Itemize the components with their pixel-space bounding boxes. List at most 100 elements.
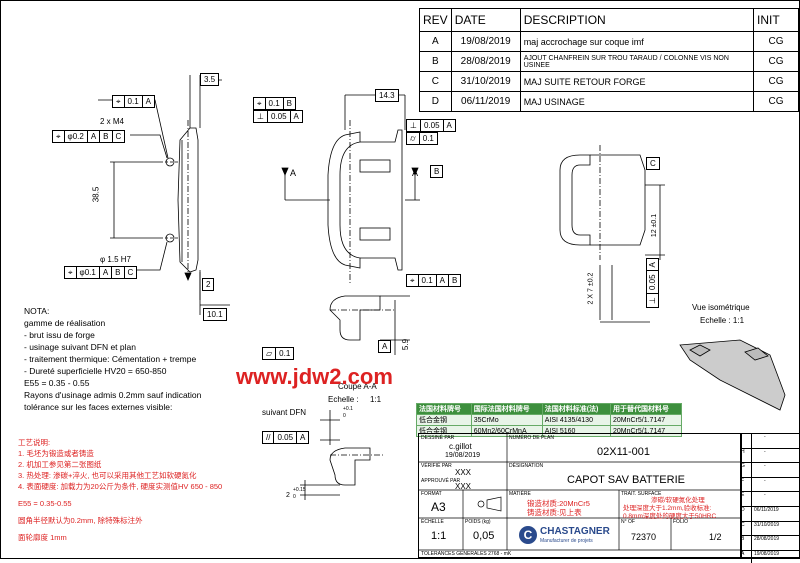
tol-value: φ0.2 [65, 131, 88, 142]
date-header: DATE [450, 8, 521, 32]
datum-letter: A [382, 342, 388, 351]
revision-row: A 19/08/2019 maj accrochage sur coque im… [419, 31, 799, 52]
dim-plus-015: +0.15 [293, 487, 306, 493]
dim-depth: 2 X 7 ±0.2 [587, 272, 595, 305]
note-line: 面轮廓度 1mm [18, 533, 67, 542]
side-rev-date: 28/08/2019 [754, 536, 780, 543]
note-line: NOTA: [24, 306, 50, 316]
side-rev-row: G- [741, 463, 799, 478]
section-letter-a: A [290, 168, 297, 178]
drawing-number-label: NUMÉRO DE PLAN [509, 435, 555, 441]
drawn-by: c.gillot [449, 442, 472, 451]
side-rev-letter: E [741, 492, 752, 506]
dim-38-5: 38.5 [91, 186, 101, 203]
front-view-outline [177, 127, 199, 273]
tol-value: 0.05 [268, 111, 291, 122]
note-line: 2. 机加工参见第二张图纸 [18, 460, 102, 469]
position-icon: ⌖ [113, 96, 125, 107]
isometric-title: Vue isométrique [692, 303, 750, 312]
scale: 1:1 [431, 530, 447, 542]
datum-a: A [378, 340, 392, 353]
material-header-cell: 国际法国材料牌号 [470, 403, 543, 415]
side-rev-letter: H [741, 448, 752, 463]
note-line: 圆角半径默认为0.2mm, 除特殊标注外 [18, 516, 143, 525]
tol-datum: C [115, 132, 122, 141]
dim-value: 10.1 [207, 310, 223, 319]
tolerance-frame: ⊥ 0.05 A [646, 258, 659, 308]
designation: CAPOT SAV BATTERIE [567, 474, 685, 486]
dim-5-9: 5.9 [401, 338, 411, 351]
treatment-2: 处理深度大于1.2mm,验收标准: [623, 505, 712, 512]
tol-datum: B [286, 99, 292, 108]
note-line: E55 = 0.35 - 0.55 [24, 378, 90, 388]
datum-letter: B [434, 167, 440, 176]
position-icon: ⌖ [53, 131, 65, 142]
tolerance-frame: ⊥ 0.05 A [253, 110, 303, 123]
watermark: www.jdw2.com [236, 364, 393, 389]
note-line: - traitement thermique: Cémentation + tr… [24, 354, 197, 364]
material: 锻造材质:20MnCr5 [527, 499, 590, 508]
side-rev-row: E- [741, 492, 799, 507]
checked-by: XXX [455, 468, 472, 477]
approved-by-label: APPROUVÉ PAR [421, 478, 461, 484]
note-line: gamme de réalisation [24, 318, 106, 328]
dfn-detail-outline [329, 447, 371, 486]
tol-datum: B [100, 131, 113, 142]
tol-value: 0.1 [125, 96, 143, 107]
note-line: - brut issu de forge [24, 330, 95, 340]
perpendicularity-icon: ⊥ [254, 111, 268, 122]
tol-value: 0.1 [419, 275, 437, 286]
dim-3-5: 3.5 [200, 73, 220, 86]
isometric-scale: Echelle : 1:1 [700, 316, 745, 325]
material-cell: 20MnCr5/1.7147 [609, 425, 683, 437]
format: A3 [431, 500, 446, 514]
section-title: Coupe A-A [338, 382, 377, 391]
treatment: 渗碳/软硬氮化处理 [651, 497, 705, 504]
treatment-label: TRAIT. SURFACE [621, 491, 662, 497]
tol-value: φ0.1 [77, 267, 100, 278]
dim-zero-b: 0 [293, 494, 296, 500]
dim-plus-01: +0.1 [343, 406, 353, 412]
material-2: 铸造材质:见上表 [527, 508, 582, 517]
material-cell: AISI 5160 [541, 425, 611, 437]
side-rev-letter: F [741, 477, 752, 492]
company-logo: C [519, 526, 537, 544]
note-line: - Dureté superficielle HV20 = 650-850 [24, 366, 167, 376]
tol-datum: B [451, 276, 458, 285]
detail-view-outline [329, 295, 381, 341]
side-rev-letter: C [741, 521, 752, 536]
format-label: FORMAT [421, 491, 442, 497]
side-rev-letter: G [741, 463, 752, 477]
of-number: 72370 [631, 532, 657, 542]
side-rev-date: - [764, 463, 766, 470]
note-line: 工艺说明: [18, 438, 51, 447]
dim-2-small: 2 [286, 492, 290, 499]
scale-label: ÉCHELLE [421, 519, 444, 525]
tol-value: 0.1 [279, 349, 291, 358]
material-cell: 低合金钢 [416, 414, 472, 426]
side-rev-letter: B [741, 536, 752, 550]
material-row: 低合金钢 35CrMo AISI 4135/4130 20MnCr5/1.714… [416, 414, 683, 426]
title-block-grid [419, 434, 741, 551]
tol-value: 0.1 [422, 134, 434, 143]
tol-datum: A [300, 433, 306, 442]
dim-14-3: 14.3 [375, 89, 399, 102]
material-label: MATIÈRE [509, 491, 531, 497]
side-rev-date: - [764, 477, 766, 484]
material-cell: AISI 4135/4130 [541, 414, 611, 426]
material-cell: 20MnCr5/1.7147 [609, 414, 683, 426]
datum-letter: C [650, 159, 656, 168]
notes-chinese: 工艺说明: 1. 毛坯为锻造或者铸造 2. 机加工参见第二张图纸 3. 热处理:… [18, 437, 222, 543]
material-cell: 低合金钢 [416, 425, 472, 437]
hole-callout: φ 1.5 H7 [100, 255, 131, 264]
tol-datum: A [145, 97, 151, 106]
tolerance-frame: ⌖ 0.1 A B [406, 274, 462, 287]
material-header-cell: 法国材料牌号 [416, 403, 472, 415]
company-name: CHASTAGNER [540, 526, 610, 537]
datum-b: B [430, 165, 444, 178]
side-rev-date: 06/11/2019 [754, 506, 779, 513]
side-rev-row: I- [741, 434, 799, 449]
